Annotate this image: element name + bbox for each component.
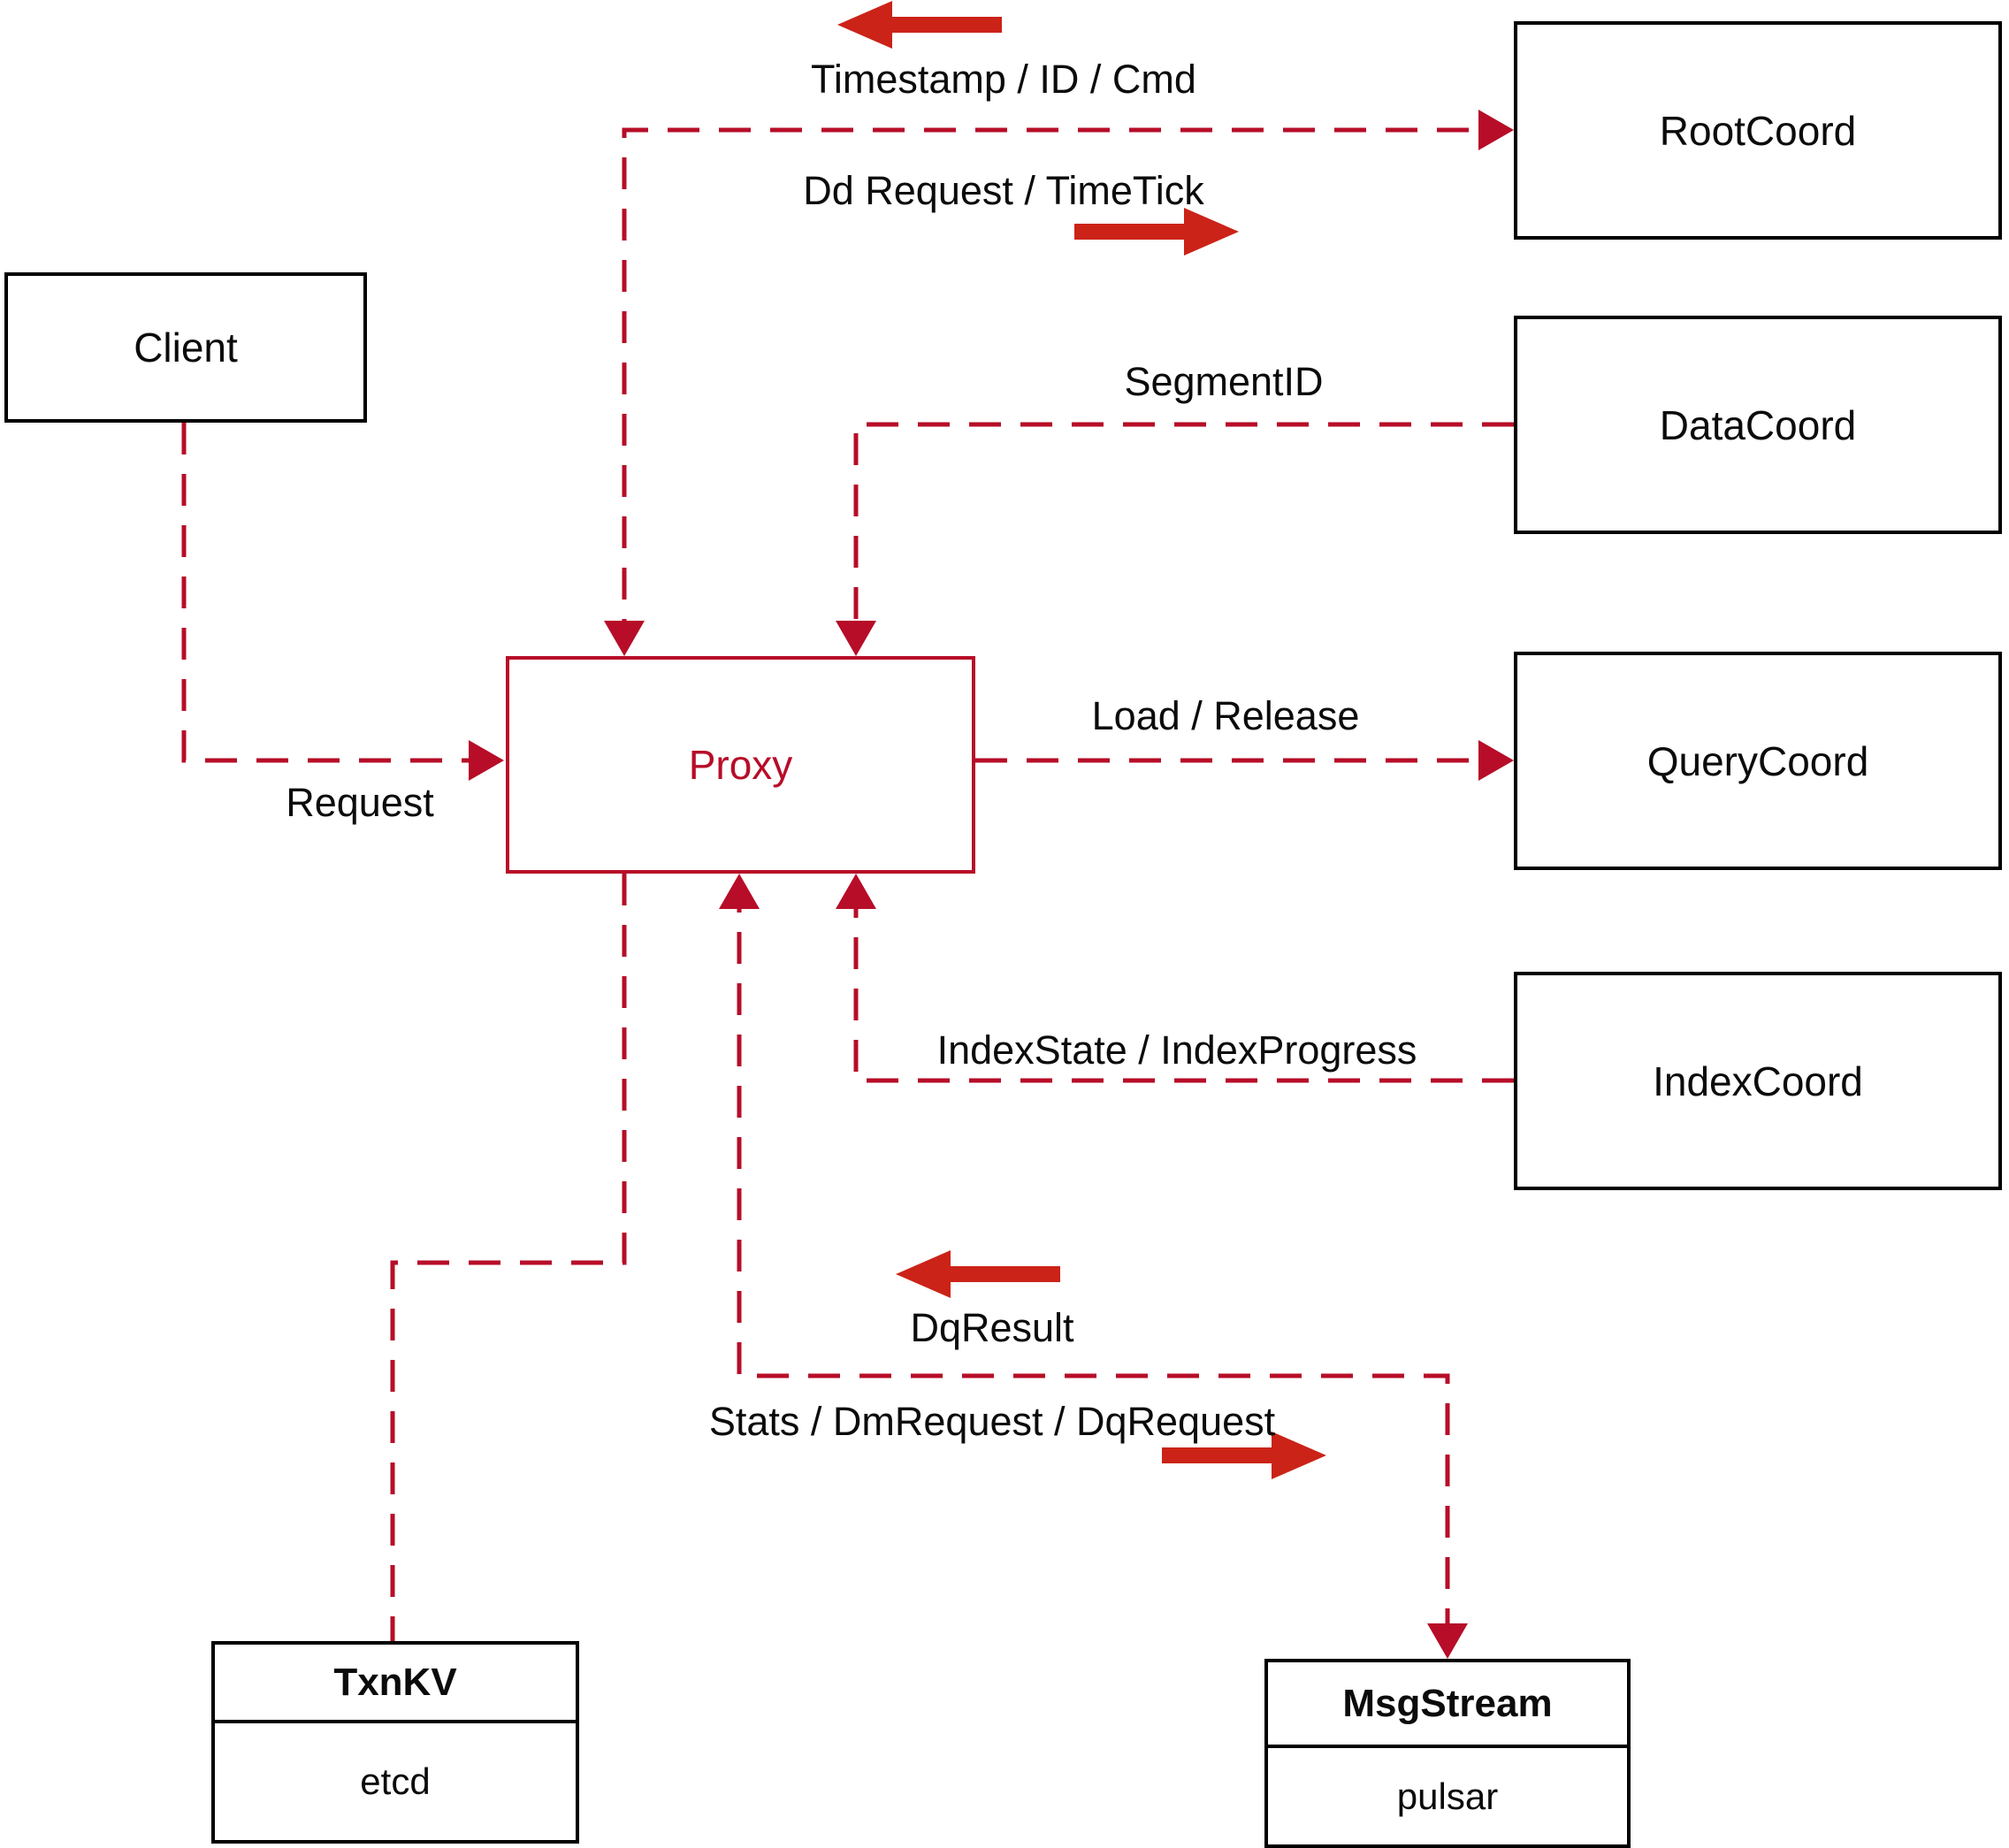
node-indexcoord-label: IndexCoord <box>1653 1058 1863 1104</box>
arrowhead-into-rootcoord-icon <box>1478 110 1514 150</box>
arrowhead-into-proxy-bottom-right-icon <box>836 874 876 909</box>
edge-label-timestamp-id-cmd: Timestamp / ID / Cmd <box>811 57 1196 102</box>
arrow-right-dd-request-icon <box>1074 208 1239 256</box>
edge-label-load-release: Load / Release <box>1091 693 1360 738</box>
arrowhead-into-proxy-top-left-icon <box>604 621 645 656</box>
edge-datacoord-proxy <box>853 422 1514 651</box>
node-client-label: Client <box>134 325 238 370</box>
edge-indexcoord-proxy <box>853 881 1514 1083</box>
arrowhead-into-msgstream-icon <box>1427 1623 1468 1659</box>
node-msgstream-impl-label: pulsar <box>1396 1775 1499 1817</box>
arrow-right-stats-icon <box>1162 1432 1326 1479</box>
node-querycoord: QueryCoord <box>1514 652 2002 870</box>
node-txnkv: TxnKV etcd <box>211 1641 579 1844</box>
node-msgstream-label: MsgStream <box>1342 1681 1553 1725</box>
node-indexcoord: IndexCoord <box>1514 972 2002 1190</box>
edge-label-request: Request <box>286 780 434 825</box>
node-proxy: Proxy <box>506 656 975 874</box>
node-datacoord: DataCoord <box>1514 316 2002 534</box>
arrowhead-into-proxy-top-right-icon <box>836 621 876 656</box>
node-msgstream-header: MsgStream <box>1268 1662 1627 1748</box>
edge-proxy-rootcoord <box>622 127 1503 651</box>
node-rootcoord: RootCoord <box>1514 21 2002 240</box>
edge-proxy-msgstream <box>737 881 1450 1652</box>
node-msgstream-impl: pulsar <box>1268 1748 1627 1844</box>
edge-label-stats-dm-dq-request: Stats / DmRequest / DqRequest <box>708 1399 1276 1444</box>
node-msgstream: MsgStream pulsar <box>1264 1659 1631 1848</box>
node-querycoord-label: QueryCoord <box>1646 737 1869 784</box>
node-txnkv-impl-label: etcd <box>360 1760 431 1802</box>
arrowhead-into-querycoord-icon <box>1478 740 1514 781</box>
node-txnkv-header: TxnKV <box>215 1645 576 1723</box>
edge-proxy-txnkv <box>390 874 627 1641</box>
node-datacoord-label: DataCoord <box>1659 401 1857 448</box>
node-proxy-label: Proxy <box>688 742 793 788</box>
arrow-left-dq-result-icon <box>896 1250 1060 1298</box>
edge-label-dq-result: DqResult <box>910 1305 1074 1350</box>
arrowhead-into-proxy-left-icon <box>469 740 504 781</box>
arrowhead-into-proxy-bottom-left-icon <box>719 874 760 909</box>
node-txnkv-impl: etcd <box>215 1723 576 1840</box>
node-rootcoord-label: RootCoord <box>1659 107 1857 154</box>
edge-client-proxy <box>181 423 493 763</box>
arrow-left-timestamp-icon <box>837 1 1002 49</box>
edge-label-dd-request-timetick: Dd Request / TimeTick <box>803 168 1204 213</box>
edge-label-segment-id: SegmentID <box>1124 359 1324 404</box>
node-client: Client <box>4 272 367 423</box>
node-txnkv-label: TxnKV <box>333 1660 457 1704</box>
edge-label-index-state-progress: IndexState / IndexProgress <box>936 1027 1417 1073</box>
